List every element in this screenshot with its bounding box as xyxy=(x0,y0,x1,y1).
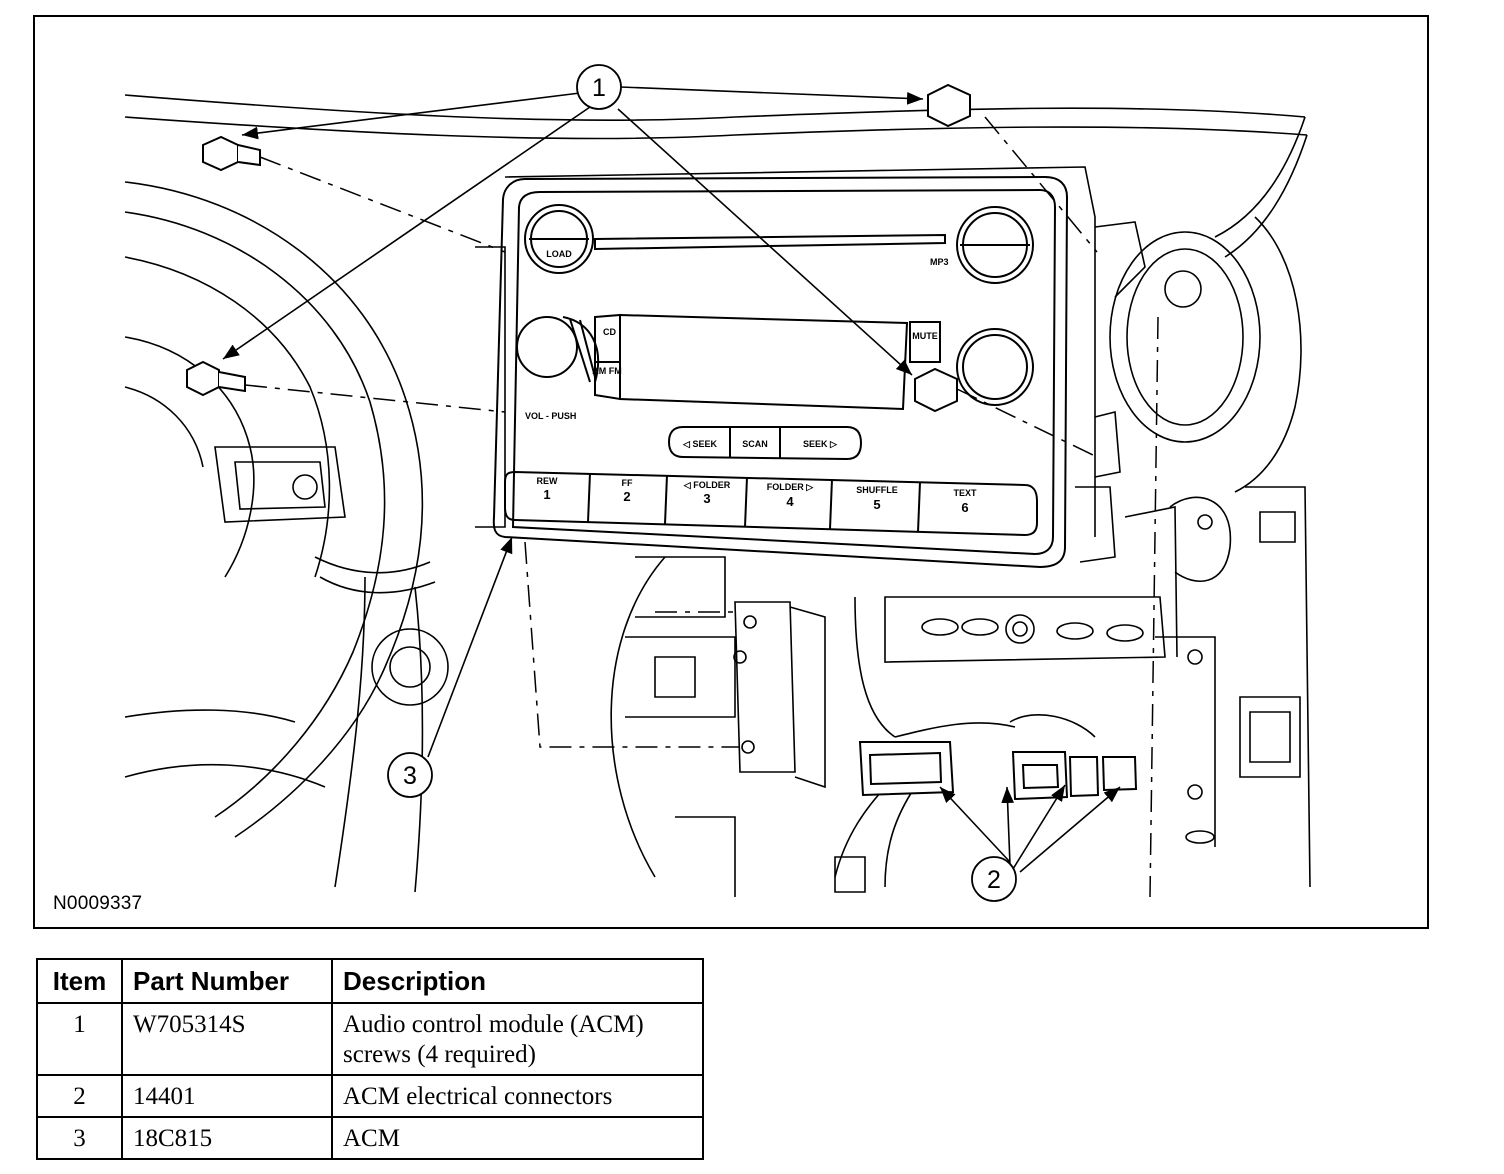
parts-legend-table: Item Part Number Description 1 W705314S … xyxy=(36,958,704,1160)
description-line: screws (4 required) xyxy=(343,1041,536,1068)
svg-text:AM FM: AM FM xyxy=(592,366,622,376)
svg-text:TEXT: TEXT xyxy=(953,488,977,498)
figure-id: N0009337 xyxy=(53,893,143,914)
cell-description: ACM xyxy=(331,1116,704,1160)
svg-text:◁ FOLDER: ◁ FOLDER xyxy=(683,480,731,490)
svg-text:2: 2 xyxy=(987,866,1001,894)
alignment-lines xyxy=(244,116,1159,898)
svg-text:MP3: MP3 xyxy=(930,257,949,267)
svg-text:MUTE: MUTE xyxy=(912,331,938,341)
svg-text:SEEK ▷: SEEK ▷ xyxy=(803,439,838,449)
cell-part-number: W705314S xyxy=(121,1002,333,1076)
screw-radio-right xyxy=(914,367,958,413)
svg-text:FF: FF xyxy=(622,478,633,488)
acm-screws xyxy=(186,83,971,413)
screw-top-left xyxy=(202,135,261,172)
cell-part-number: 14401 xyxy=(121,1074,333,1118)
cell-item: 3 xyxy=(36,1116,123,1160)
svg-text:LOAD: LOAD xyxy=(546,249,572,259)
svg-text:VOL - PUSH: VOL - PUSH xyxy=(525,411,576,421)
header-item: Item xyxy=(36,958,123,1004)
cell-item: 2 xyxy=(36,1074,123,1118)
screw-mid-left xyxy=(186,360,246,397)
svg-text:REW: REW xyxy=(537,476,559,486)
description-line: Audio control module (ACM) xyxy=(343,1011,644,1038)
svg-text:2: 2 xyxy=(623,489,630,504)
header-part-number: Part Number xyxy=(121,958,333,1004)
svg-text:◁ SEEK: ◁ SEEK xyxy=(682,439,717,449)
cell-description: ACM electrical connectors xyxy=(331,1074,704,1118)
svg-text:3: 3 xyxy=(703,491,710,506)
svg-text:SHUFFLE: SHUFFLE xyxy=(856,485,898,495)
callout-2: 2 xyxy=(971,856,1017,902)
svg-text:4: 4 xyxy=(786,494,794,509)
svg-text:3: 3 xyxy=(403,762,417,790)
table-row: 1 W705314S Audio control module (ACM) sc… xyxy=(36,1002,704,1076)
svg-text:1: 1 xyxy=(543,487,550,502)
table-row: 2 14401 ACM electrical connectors xyxy=(36,1074,704,1118)
svg-text:1: 1 xyxy=(592,74,606,102)
dash-illustration: 1 2 3 LOAD CD AM FM VOL - PUSH MP3 MUTE … xyxy=(124,64,1311,902)
acm-radio-unit xyxy=(492,175,1069,569)
cell-item: 1 xyxy=(36,1002,123,1076)
screw-top-right xyxy=(927,83,971,128)
table-row: 3 18C815 ACM xyxy=(36,1116,704,1160)
dashboard-outline xyxy=(124,94,1311,897)
callout-3: 3 xyxy=(387,752,433,798)
header-description: Description xyxy=(331,958,704,1004)
cell-part-number: 18C815 xyxy=(121,1116,333,1160)
acm-connectors xyxy=(858,741,1138,801)
svg-text:SCAN: SCAN xyxy=(742,439,768,449)
svg-text:FOLDER ▷: FOLDER ▷ xyxy=(767,482,814,492)
callout-1: 1 xyxy=(576,64,622,110)
table-header-row: Item Part Number Description xyxy=(36,958,704,1004)
svg-text:5: 5 xyxy=(873,497,880,512)
svg-text:CD: CD xyxy=(603,327,616,337)
callout-leaders xyxy=(222,86,1121,873)
cell-description: Audio control module (ACM) screws (4 req… xyxy=(331,1002,704,1076)
svg-text:6: 6 xyxy=(961,500,968,515)
radio-labels: LOAD CD AM FM VOL - PUSH MP3 MUTE ◁ SEEK… xyxy=(525,249,977,515)
exploded-view-diagram: 1 2 3 LOAD CD AM FM VOL - PUSH MP3 MUTE … xyxy=(33,15,1429,929)
